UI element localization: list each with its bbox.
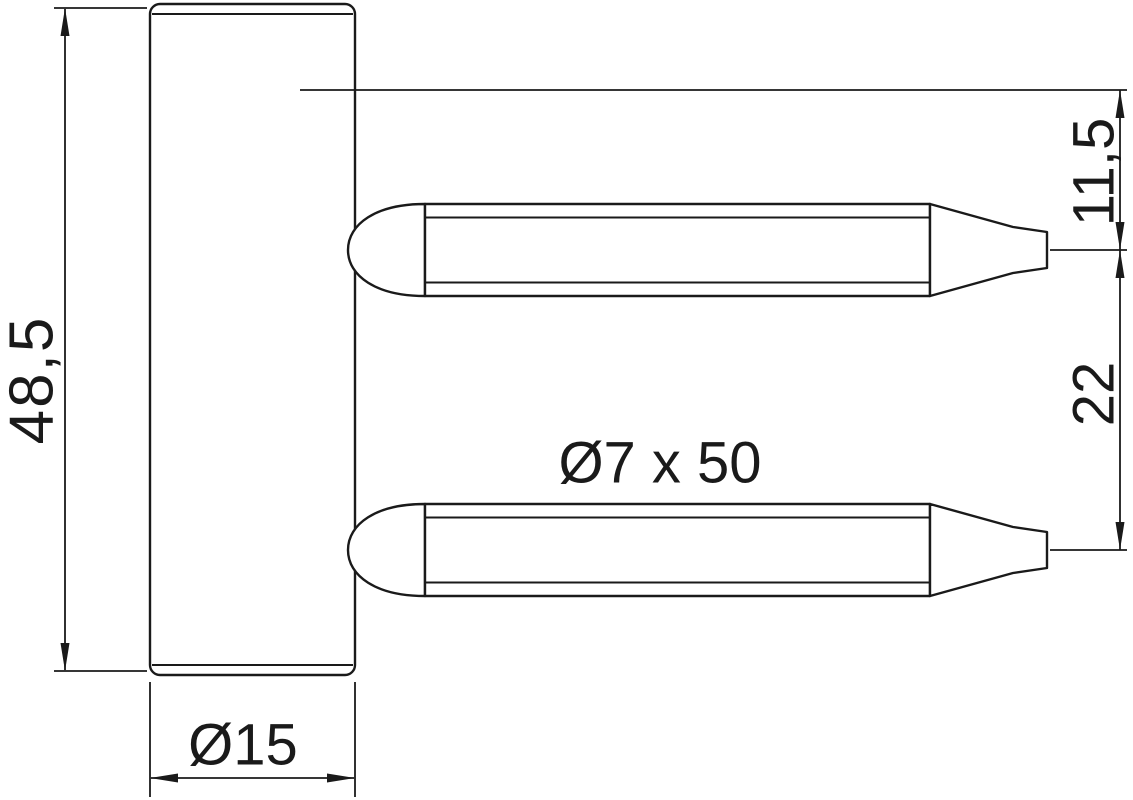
- arrowhead-up-icon: [1115, 90, 1125, 118]
- annotation-pin-spec: Ø7 x 50: [558, 431, 761, 496]
- upper-pin-shaft: [423, 202, 932, 298]
- lower-pin-shaft: [423, 502, 932, 598]
- dimension-label-top-to-upper-pin: 11,5: [1062, 118, 1127, 227]
- dimension-body-height: 48,5: [0, 7, 147, 672]
- dimension-body-diameter: Ø15: [149, 682, 356, 797]
- dimension-label-body-diameter: Ø15: [188, 713, 298, 778]
- arrowhead-down-icon: [1115, 522, 1125, 550]
- upper-pin-tapered-tip: [928, 202, 1049, 298]
- arrowhead-up-icon: [60, 8, 70, 36]
- lower-pin-rounded-head: [346, 502, 427, 598]
- dimension-label-pin-spacing: 22: [1062, 362, 1127, 427]
- arrowhead-right-icon: [327, 773, 355, 783]
- arrowhead-up-icon: [1115, 250, 1125, 278]
- lower-pin-tapered-tip: [928, 502, 1049, 598]
- pin-spec-label: Ø7 x 50: [558, 431, 761, 496]
- upper-pin-rounded-head: [346, 202, 427, 298]
- dimension-pin-positions: 11,5 22: [300, 89, 1127, 551]
- dimension-label-body-height: 48,5: [0, 316, 67, 445]
- hinge-body-outline: [148, 2, 357, 677]
- arrowhead-left-icon: [150, 773, 178, 783]
- arrowhead-down-icon: [60, 643, 70, 671]
- upper-pin: [346, 202, 1049, 298]
- arrowhead-down-icon: [1115, 222, 1125, 250]
- hinge-body: [148, 2, 357, 677]
- lower-pin: [346, 502, 1049, 598]
